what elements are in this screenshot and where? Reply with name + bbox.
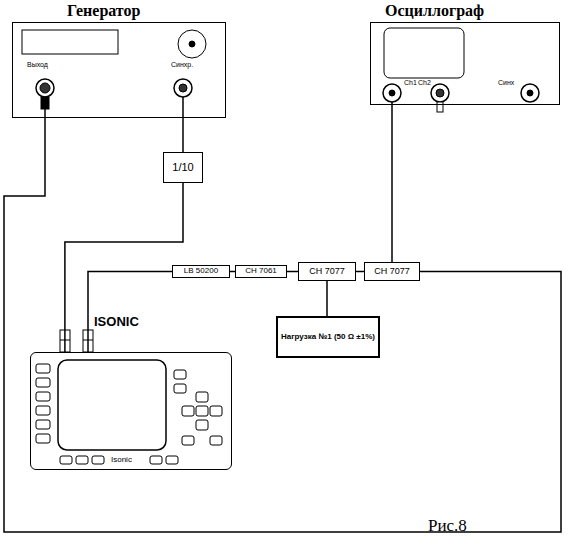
cable: [391, 105, 393, 262]
isonic-button: [196, 392, 208, 402]
oscilloscope-box: ОсциллографCh1Ch2Синх: [370, 22, 560, 105]
output-connector-core: [40, 83, 50, 93]
cable: [287, 271, 298, 273]
sync-wire: [182, 97, 184, 118]
isonic-button: [182, 406, 194, 416]
isonic-button: [182, 436, 194, 445]
output-plug: [41, 97, 49, 109]
sync-connector-core: [179, 84, 187, 92]
cable: [182, 118, 184, 152]
oscilloscope-screen: [384, 28, 464, 78]
adapter-box: CH 7061: [235, 265, 287, 278]
connector-label: Выход: [27, 61, 48, 69]
ch2-core: [436, 89, 444, 97]
isonic-button: [174, 384, 186, 393]
channel-label: Ch2: [418, 79, 431, 87]
tee-box: CH 7077: [364, 262, 420, 281]
sync-input-core: [527, 90, 533, 96]
tee-label: CH 7077: [309, 267, 345, 277]
isonic-front: [36, 330, 222, 464]
cable: [88, 272, 172, 353]
ch1-core: [389, 90, 395, 96]
isonic-button: [210, 436, 222, 445]
isonic-button: [36, 364, 50, 373]
generator-knob: [178, 30, 206, 58]
isonic-button: [36, 420, 50, 429]
channel-label: Ch1: [404, 79, 417, 87]
output-connector: [36, 79, 54, 97]
load-box: Нагрузка №1 (50 Ω ±1%): [276, 316, 380, 358]
attenuator-box: 1/10: [163, 152, 203, 183]
connector-label: Синхр.: [171, 61, 193, 69]
sync-connector: [174, 79, 192, 97]
isonic-button: [36, 406, 50, 415]
isonic-button: [76, 456, 88, 464]
device-title: Генератор: [67, 2, 140, 20]
device-title: Осциллограф: [385, 2, 484, 20]
sync-input-connector: [521, 84, 539, 102]
ch2-connector: [431, 84, 449, 102]
isonic-button: [60, 456, 72, 464]
isonic-button: [36, 392, 50, 401]
generator-box: ГенераторВыходСинхр.: [12, 22, 226, 118]
oscilloscope-front: [383, 28, 539, 112]
generator-display: [22, 30, 118, 54]
adapter-label: CH 7061: [245, 267, 277, 276]
isonic-button: [92, 456, 104, 464]
cable: [4, 118, 561, 532]
ch1-connector: [383, 84, 401, 102]
isonic-box: ISONICIsonic: [30, 352, 232, 470]
device-title: ISONIC: [94, 315, 139, 329]
cable: [356, 271, 364, 273]
tee-box: CH 7077: [298, 262, 356, 281]
isonic-button: [150, 456, 162, 464]
generator-front: [22, 30, 206, 118]
knob-center: [189, 41, 195, 47]
output-wire: [44, 109, 46, 118]
figure-caption: Рис.8: [428, 516, 467, 536]
isonic-button: [210, 406, 222, 416]
ch2-plug: [437, 102, 443, 112]
isonic-button: [196, 420, 208, 430]
cable: [65, 183, 183, 352]
adapter-label: LB 50200: [184, 267, 218, 276]
isonic-button: [196, 406, 208, 416]
load-label: Нагрузка №1 (50 Ω ±1%): [280, 333, 376, 342]
isonic-button: [174, 370, 186, 379]
adapter-box: LB 50200: [172, 265, 230, 278]
tee-label: CH 7077: [374, 267, 410, 277]
cable: [326, 281, 328, 316]
brand-label: Isonic: [111, 456, 132, 465]
isonic-button: [166, 456, 178, 464]
attenuator-label: 1/10: [172, 161, 193, 173]
isonic-button: [36, 434, 50, 443]
channel-label: Синх: [498, 79, 514, 87]
isonic-button: [36, 378, 50, 387]
isonic-screen: [58, 360, 166, 450]
